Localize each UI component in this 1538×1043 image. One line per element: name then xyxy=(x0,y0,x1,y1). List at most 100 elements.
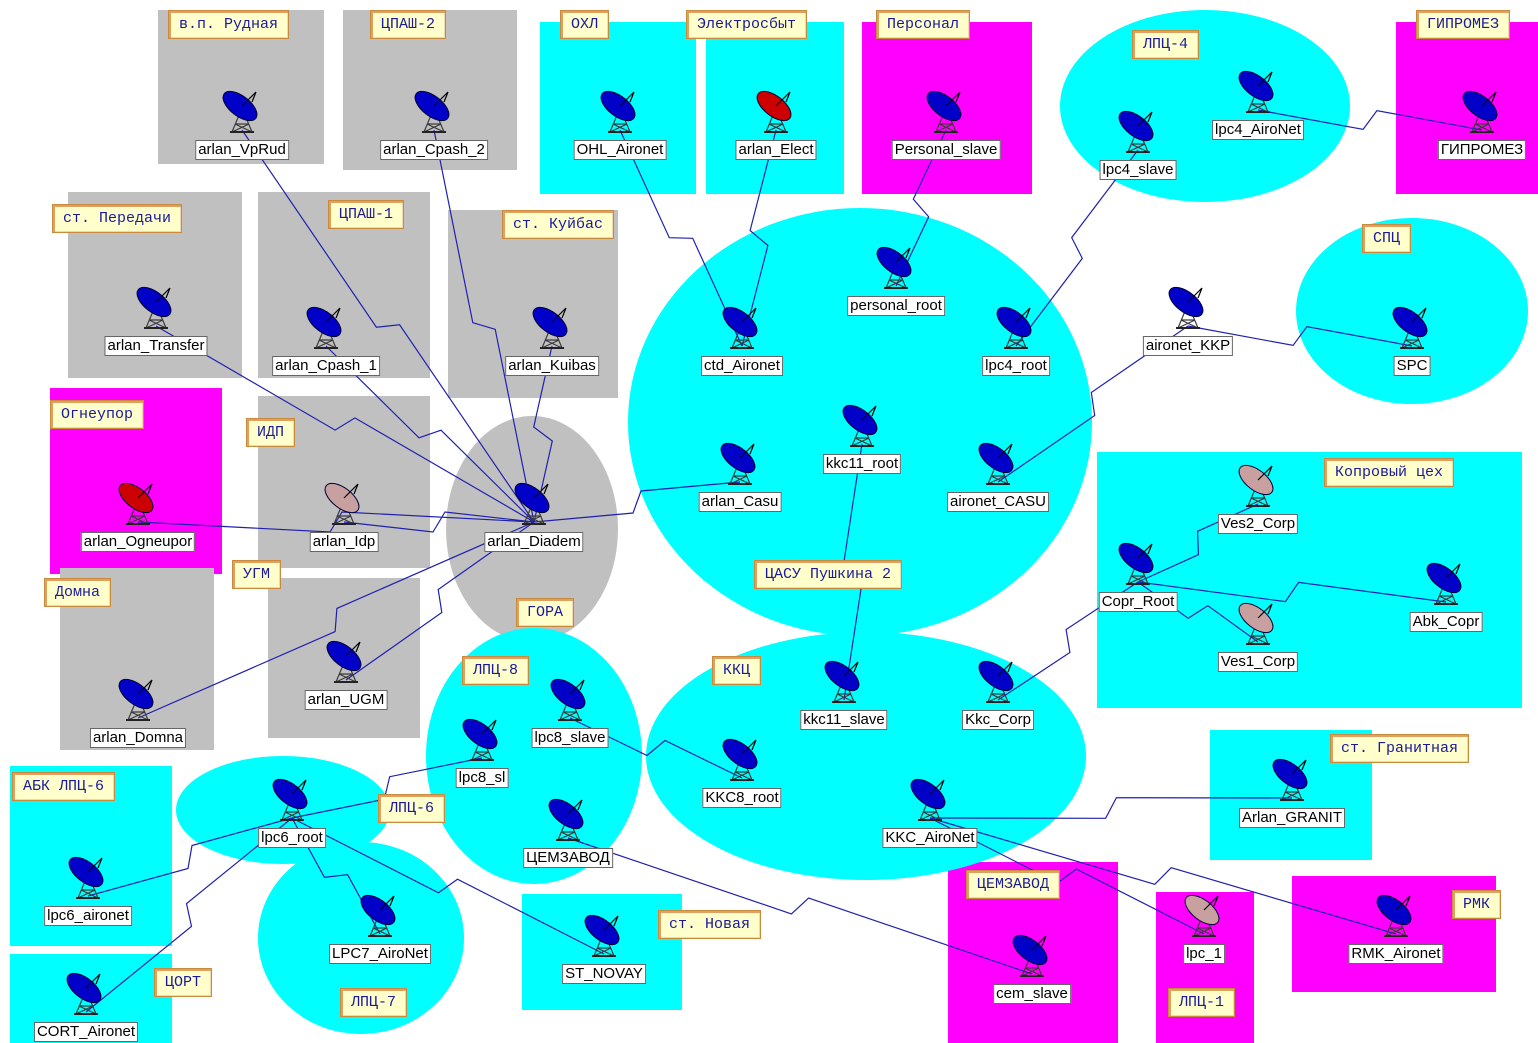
satellite-dish-icon[interactable] xyxy=(322,636,366,683)
area-label: ЦЕМЗАВОД xyxy=(966,870,1061,899)
area-label: Копровый цех xyxy=(1324,458,1455,487)
node-label: ctd_Aironet xyxy=(701,356,783,376)
satellite-dish-icon[interactable] xyxy=(302,302,346,349)
satellite-dish-icon[interactable] xyxy=(1268,754,1312,801)
area-label: ЛПЦ-4 xyxy=(1132,30,1200,59)
satellite-dish-icon[interactable] xyxy=(872,242,916,289)
area-label: ЛПЦ-7 xyxy=(340,988,408,1017)
area-label: ЦПАШ-2 xyxy=(370,10,447,39)
node-label: ST_NOVAY xyxy=(562,964,646,984)
node-label: arlan_UGM xyxy=(304,690,388,710)
satellite-dish-icon[interactable] xyxy=(922,86,966,133)
satellite-dish-icon[interactable] xyxy=(1234,460,1278,507)
area-label: Домна xyxy=(44,578,112,607)
satellite-dish-icon[interactable] xyxy=(1008,930,1052,977)
link-line xyxy=(291,757,483,819)
area-label: ст. Гранитная xyxy=(1330,734,1470,763)
link-line xyxy=(87,817,293,897)
satellite-dish-icon[interactable] xyxy=(320,478,364,525)
node-label: Ves2_Corp xyxy=(1217,514,1299,534)
satellite-dish-icon[interactable] xyxy=(218,86,262,133)
satellite-dish-icon[interactable] xyxy=(114,478,158,525)
node-label: Abk_Copr xyxy=(1409,612,1483,632)
link-line xyxy=(325,345,535,523)
satellite-dish-icon[interactable] xyxy=(268,774,312,821)
area-label: ст. Передачи xyxy=(52,204,183,233)
satellite-dish-icon[interactable] xyxy=(1458,86,1502,133)
node-label: lpc_1 xyxy=(1183,944,1225,964)
area-label: ОХЛ xyxy=(560,10,610,39)
area-label: ИДП xyxy=(246,418,296,447)
link-line xyxy=(929,817,1205,935)
node-label: arlan_VpRud xyxy=(195,140,289,160)
link-line xyxy=(291,817,605,955)
satellite-dish-icon[interactable] xyxy=(1234,66,1278,113)
link-line xyxy=(895,129,947,287)
node-label: arlan_Cpash_2 xyxy=(380,140,488,160)
satellite-dish-icon[interactable] xyxy=(544,794,588,841)
satellite-dish-icon[interactable] xyxy=(974,656,1018,703)
satellite-dish-icon[interactable] xyxy=(974,438,1018,485)
node-label: arlan_Diadem xyxy=(484,532,584,552)
node-label: ГИПРОМЕЗ xyxy=(1437,140,1527,160)
node-label: Personal_slave xyxy=(891,140,1001,160)
satellite-dish-icon[interactable] xyxy=(132,282,176,329)
satellite-dish-icon[interactable] xyxy=(752,86,796,133)
node-label: lpc8_slave xyxy=(531,728,609,748)
node-label: Kkc_Corp xyxy=(962,710,1034,730)
satellite-dish-icon[interactable] xyxy=(1180,890,1224,937)
satellite-dish-icon[interactable] xyxy=(716,438,760,485)
node-label: arlan_Domna xyxy=(89,728,187,748)
node-label: aironet_CASU xyxy=(947,492,1049,512)
satellite-dish-icon[interactable] xyxy=(820,656,864,703)
satellite-dish-icon[interactable] xyxy=(992,302,1036,349)
link-line xyxy=(155,325,535,523)
satellite-dish-icon[interactable] xyxy=(580,910,624,957)
satellite-dish-icon[interactable] xyxy=(1164,282,1208,329)
satellite-dish-icon[interactable] xyxy=(62,968,106,1015)
satellite-dish-icon[interactable] xyxy=(838,400,882,447)
satellite-dish-icon[interactable] xyxy=(1372,890,1416,937)
link-line xyxy=(137,511,535,533)
satellite-dish-icon[interactable] xyxy=(114,674,158,721)
area-label: ст. Куйбас xyxy=(502,210,615,239)
node-label: KKC8_root xyxy=(702,788,782,808)
satellite-dish-icon[interactable] xyxy=(906,774,950,821)
node-label: Copr_Root xyxy=(1098,592,1178,612)
area-label: СПЦ xyxy=(1362,224,1412,253)
node-label: lpc4_root xyxy=(982,356,1050,376)
satellite-dish-icon[interactable] xyxy=(458,714,502,761)
node-label: kkc11_root xyxy=(822,454,902,474)
satellite-dish-icon[interactable] xyxy=(410,86,454,133)
satellite-dish-icon[interactable] xyxy=(546,674,590,721)
satellite-dish-icon[interactable] xyxy=(1234,598,1278,645)
link-line xyxy=(343,511,535,533)
satellite-dish-icon[interactable] xyxy=(64,852,108,899)
satellite-dish-icon[interactable] xyxy=(718,734,762,781)
area-label: ст. Новая xyxy=(658,910,762,939)
satellite-dish-icon[interactable] xyxy=(1114,538,1158,585)
satellite-dish-icon[interactable] xyxy=(1388,302,1432,349)
node-label: ЦЕМЗАВОД xyxy=(523,848,613,868)
node-label: CORT_Aironet xyxy=(33,1022,139,1042)
node-label: arlan_Transfer xyxy=(104,336,208,356)
area-label: Электросбыт xyxy=(686,10,808,39)
satellite-dish-icon[interactable] xyxy=(1422,558,1466,605)
area-label: ККЦ xyxy=(712,656,762,685)
satellite-dish-icon[interactable] xyxy=(596,86,640,133)
satellite-dish-icon[interactable] xyxy=(356,890,400,937)
node-label: lpc4_AiroNet xyxy=(1212,120,1304,140)
link-line xyxy=(929,817,1397,935)
link-line xyxy=(741,129,777,347)
satellite-dish-icon[interactable] xyxy=(528,302,572,349)
node-label: RMK_Aironet xyxy=(1348,944,1444,964)
area-label: ЛПЦ-6 xyxy=(378,794,446,823)
area-label: ЛПЦ-8 xyxy=(462,656,530,685)
satellite-dish-icon[interactable] xyxy=(510,478,554,525)
node-label: arlan_Cpash_1 xyxy=(272,356,380,376)
satellite-dish-icon[interactable] xyxy=(718,302,762,349)
satellite-dish-icon[interactable] xyxy=(1114,106,1158,153)
link-line xyxy=(619,129,743,347)
